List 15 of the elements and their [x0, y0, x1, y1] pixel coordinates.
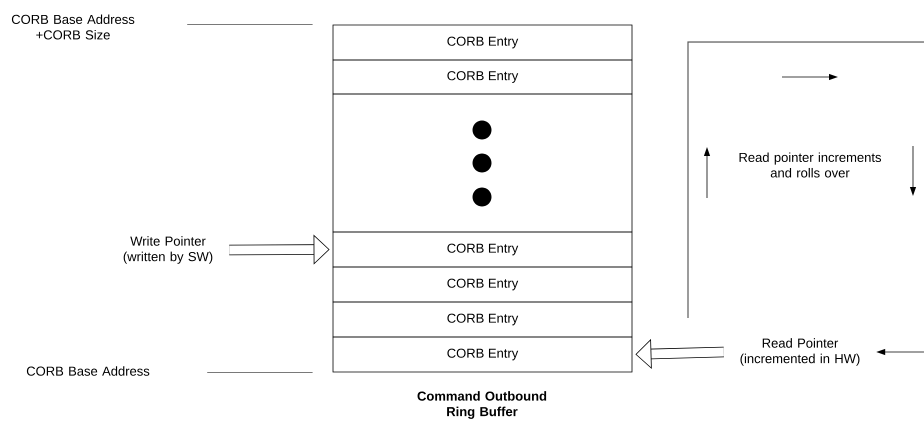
text-label: CORB Base Address — [26, 366, 150, 376]
buffer-entry: CORB Entry — [332, 232, 632, 268]
buffer-entry: CORB Entry — [332, 336, 632, 372]
caption: Command Outbound Ring Buffer — [418, 391, 546, 419]
text-label: Write Pointer (written by SW) — [124, 236, 212, 264]
buffer-entry: CORB Entry — [332, 266, 632, 302]
text-label: Read Pointer (incremented in HW) — [740, 338, 860, 366]
note-text: Read pointer increments and rolls over — [740, 152, 882, 178]
buffer-gap-box — [332, 94, 632, 232]
buffer-entry: CORB Entry — [332, 60, 632, 94]
text-label: CORB Base Address +CORB Size — [12, 14, 134, 40]
buffer-entry: CORB Entry — [332, 302, 632, 338]
leader-line — [206, 372, 313, 373]
leader-line — [186, 24, 313, 25]
buffer-entry: CORB Entry — [332, 24, 632, 60]
